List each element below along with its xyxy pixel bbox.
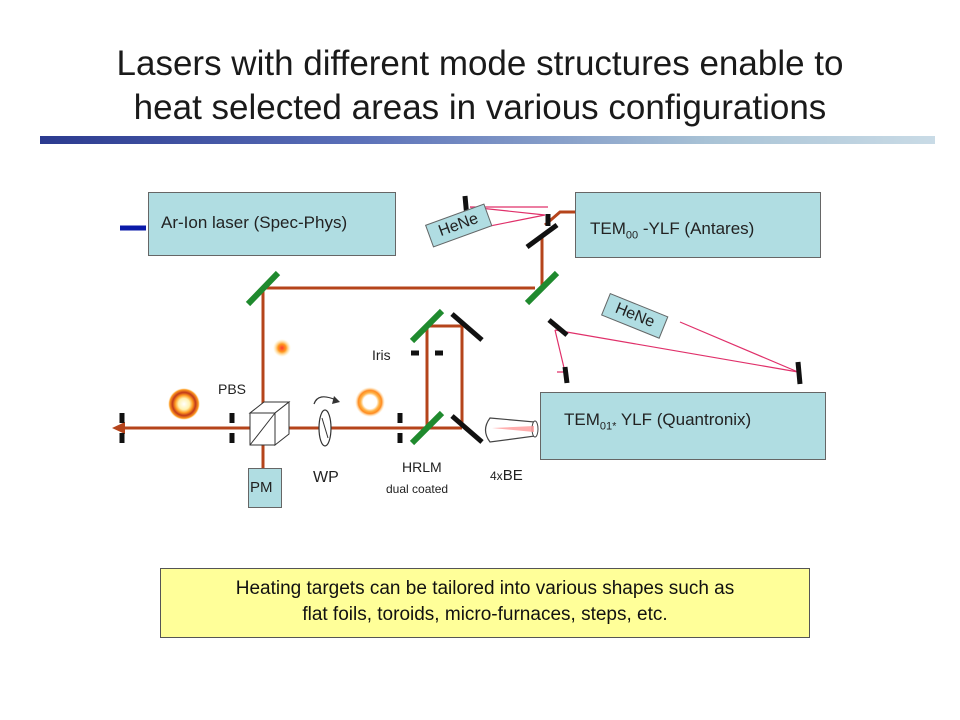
- power-meter-box: PM: [248, 468, 282, 508]
- be-text: BE: [502, 467, 523, 484]
- wave-plate: [313, 396, 340, 447]
- slide-title: Lasers with different mode structures en…: [0, 42, 960, 130]
- tem00-subscript: 00: [625, 229, 639, 242]
- hrlm-label: HRLM: [402, 459, 442, 475]
- beam-arrowhead: [112, 422, 125, 434]
- title-line-2: heat selected areas in various configura…: [133, 88, 827, 127]
- tem01-laser-box: TEM01* YLF (Quantronix): [540, 392, 826, 460]
- hrlm-sub-label: dual coated: [386, 482, 449, 496]
- hene-mirror-right: [795, 361, 803, 385]
- tem01-laser-label: TEM01* YLF (Quantronix): [564, 410, 751, 432]
- tem00-suffix: -YLF (Antares): [638, 219, 755, 238]
- steering-mirror-top: [525, 222, 559, 250]
- mirror-ar-fold: [245, 270, 281, 307]
- beam-expander: [484, 417, 539, 443]
- ar-ion-laser-label: Ar-Ion laser (Spec-Phys): [161, 213, 348, 232]
- be-prefix: 4x: [490, 469, 503, 483]
- power-meter-label: PM: [250, 479, 273, 496]
- title-underline: [40, 136, 935, 144]
- note-box: Heating targets can be tailored into var…: [160, 568, 810, 638]
- wp-label: WP: [313, 469, 339, 486]
- hrlm-top-mirror: [409, 308, 445, 344]
- black-optics: [119, 195, 803, 444]
- note-line-1: Heating targets can be tailored into var…: [235, 578, 735, 599]
- ring-mode-profile-icon: [168, 388, 200, 420]
- hene-mirror-mid: [547, 318, 569, 337]
- steering-mirror-mid: [450, 312, 484, 342]
- tem01-subscript: 01*: [599, 420, 617, 433]
- tem00-prefix: TEM: [590, 219, 626, 238]
- title-line-1: Lasers with different mode structures en…: [116, 44, 844, 83]
- pbs-cube: [248, 400, 291, 447]
- tem00-laser-box: TEM00 -YLF (Antares): [575, 192, 821, 258]
- beam-expander-label: 4xBE: [490, 467, 523, 485]
- tem01-suffix: YLF (Quantronix): [616, 410, 752, 429]
- mirror-antares-fold: [524, 270, 560, 306]
- ar-ion-laser-box: Ar-Ion laser (Spec-Phys): [148, 192, 396, 256]
- gaussian-spot-icon: [273, 339, 291, 357]
- hrlm-bottom-mirror: [409, 410, 445, 446]
- hene-beam-paths: [469, 206, 799, 373]
- donut-mode-profile-icon: [355, 387, 385, 417]
- iris-label: Iris: [372, 347, 391, 363]
- mirrors: [245, 270, 560, 446]
- tem01-prefix: TEM: [564, 410, 600, 429]
- steering-mirror-low: [450, 414, 484, 444]
- tem00-laser-label: TEM00 -YLF (Antares): [590, 219, 754, 241]
- pbs-label: PBS: [218, 381, 247, 397]
- note-line-2: flat foils, toroids, micro-furnaces, ste…: [302, 604, 668, 625]
